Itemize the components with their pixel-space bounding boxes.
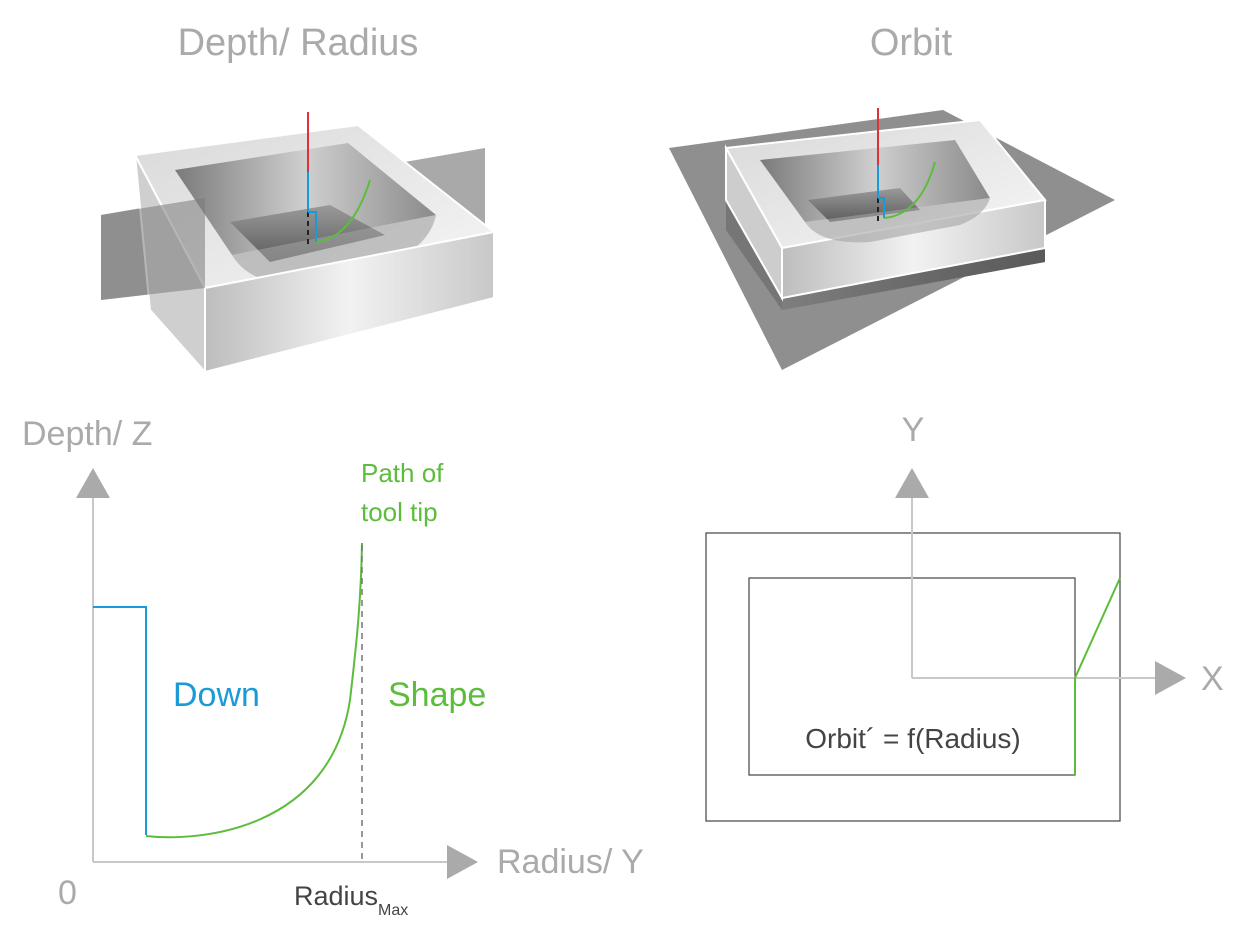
x-axis-arrow	[447, 845, 478, 879]
radius-max-label: RadiusMax	[294, 881, 408, 919]
path-label-line2: tool tip	[361, 497, 438, 527]
section-plane-front	[101, 198, 205, 300]
orbit-y-axis-arrow	[895, 468, 929, 498]
pocket-fillet	[232, 215, 436, 285]
down-move-line	[93, 606, 147, 835]
tool-tip-path-3d	[315, 179, 371, 243]
depth-profile-chart: Depth/ Z Radius/ Y 0 RadiusMax Down Shap…	[22, 415, 644, 919]
orbit-3d-illustration	[669, 108, 1115, 370]
y-axis-label-orbit: Y	[902, 411, 925, 449]
down-move-orbit-3d	[878, 197, 885, 218]
orbit-path-line	[1074, 577, 1121, 775]
orbit-x-axis-arrow	[1155, 661, 1186, 695]
down-label: Down	[173, 676, 260, 714]
pocket-fillet-orbit	[805, 198, 990, 243]
block-front-face	[204, 230, 495, 374]
y-axis-label-depth: Depth/ Z	[22, 415, 152, 453]
depth-radius-3d-illustration	[101, 112, 497, 375]
panel-title-depth-radius: Depth/ Radius	[178, 22, 419, 64]
x-axis-label-orbit: X	[1201, 660, 1224, 698]
origin-label: 0	[58, 874, 77, 912]
orbit-chart: Y X Orbit´ = f(Radius)	[705, 411, 1224, 822]
down-move-3d	[308, 211, 317, 242]
x-axis-label-radius: Radius/ Y	[497, 843, 644, 881]
tool-tip-path-orbit-3d	[883, 161, 936, 219]
shape-label: Shape	[388, 676, 486, 714]
path-label-line1: Path of	[361, 458, 444, 488]
shape-curve	[145, 542, 363, 839]
panel-title-orbit: Orbit	[870, 22, 953, 64]
orbit-formula: Orbit´ = f(Radius)	[805, 723, 1021, 754]
y-axis-arrow	[76, 468, 110, 498]
